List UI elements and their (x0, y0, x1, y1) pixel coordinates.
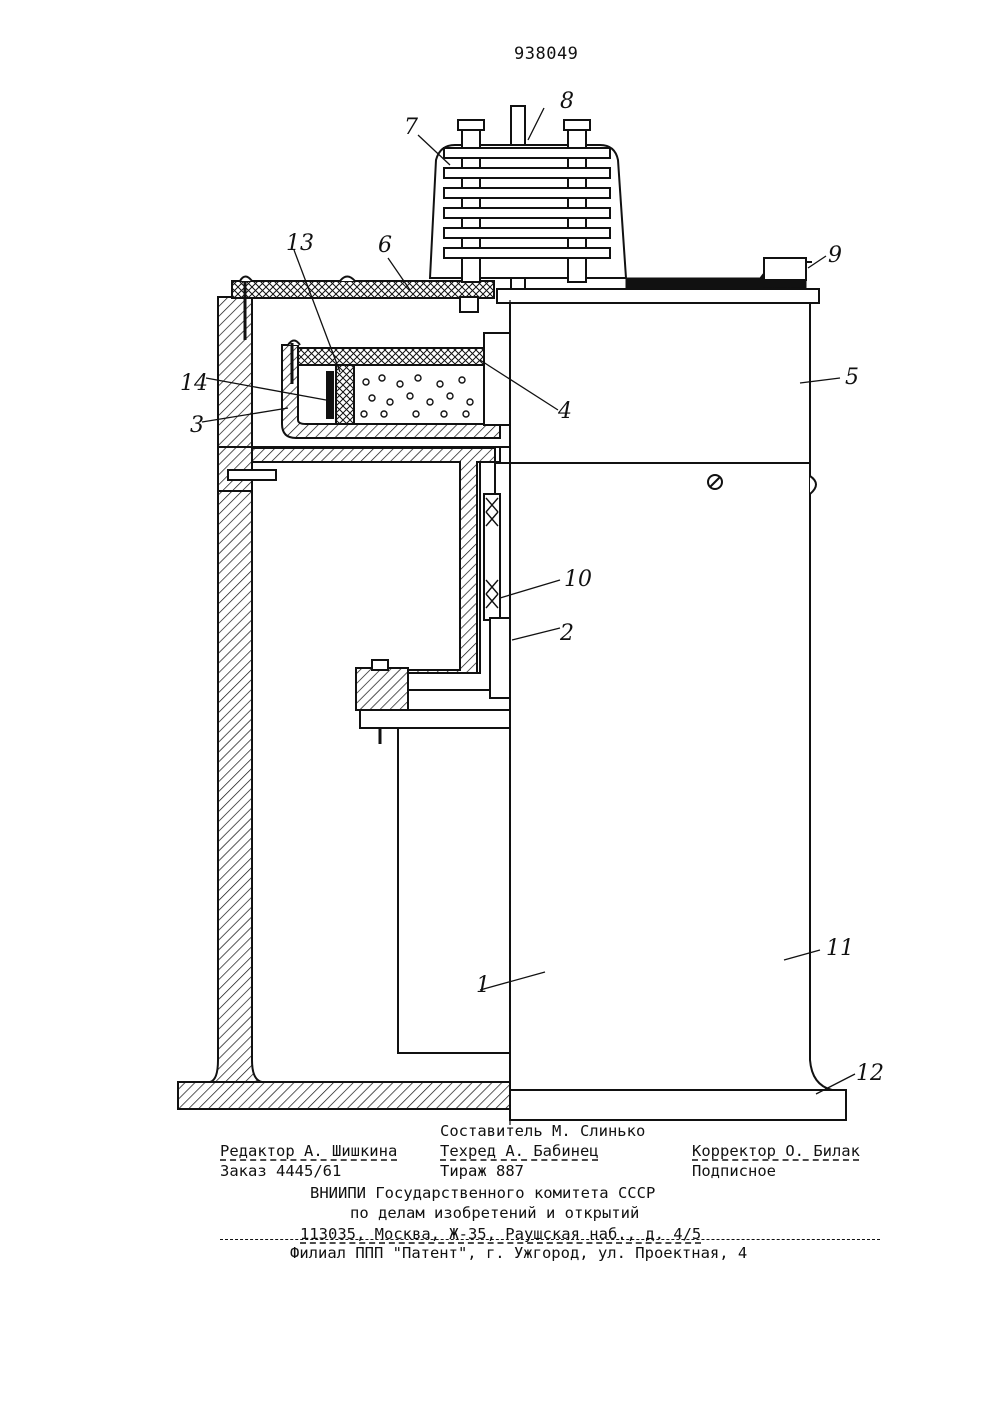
imprint-org-line2: по делам изобретений и открытий (350, 1204, 639, 1222)
callout-8: 8 (560, 89, 574, 114)
callout-10: 10 (564, 567, 592, 592)
callout-3: 3 (190, 413, 204, 438)
callout-9: 9 (828, 243, 842, 268)
part-2 (490, 618, 510, 698)
imprint-address: 113035, Москва, Ж-35, Раушская наб., д. … (300, 1225, 701, 1243)
housing-wall-section (210, 297, 262, 1082)
callout-5: 5 (845, 365, 859, 390)
base-plate-section (178, 1082, 510, 1109)
imprint-subscription: Подписное (692, 1162, 776, 1180)
imprint-editor: Редактор А. Шишкина (220, 1142, 397, 1160)
base-plate-view (510, 1090, 846, 1120)
imprint-divider (220, 1239, 880, 1240)
callout-12: 12 (856, 1061, 884, 1086)
core-outline (398, 728, 510, 1053)
callout-14: 14 (180, 371, 208, 396)
partition-section (252, 448, 495, 692)
callout-6: 6 (378, 233, 392, 258)
callout-1: 1 (476, 973, 490, 998)
imprint-corrector: Корректор О. Билак (692, 1142, 860, 1160)
callout-7: 7 (404, 115, 418, 140)
imprint-techred: Техред А. Бабинец (440, 1142, 599, 1160)
connector-9 (764, 258, 806, 280)
imprint-org-line1: ВНИИПИ Государственного комитета СССР (310, 1184, 655, 1202)
callout-13: 13 (286, 231, 314, 256)
top-cover (232, 281, 494, 298)
imprint-circulation: Тираж 887 (440, 1162, 524, 1180)
callout-11: 11 (826, 936, 854, 961)
callout-4: 4 (557, 399, 572, 424)
imprint-order: Заказ 4445/61 (220, 1162, 341, 1180)
casing-lower (510, 463, 832, 1090)
imprint-branch: Филиал ППП "Патент", г. Ужгород, ул. Про… (290, 1244, 747, 1262)
casing-upper (510, 303, 810, 463)
imprint-compiler: Составитель М. Слинько (440, 1122, 645, 1140)
callout-2: 2 (559, 621, 574, 646)
